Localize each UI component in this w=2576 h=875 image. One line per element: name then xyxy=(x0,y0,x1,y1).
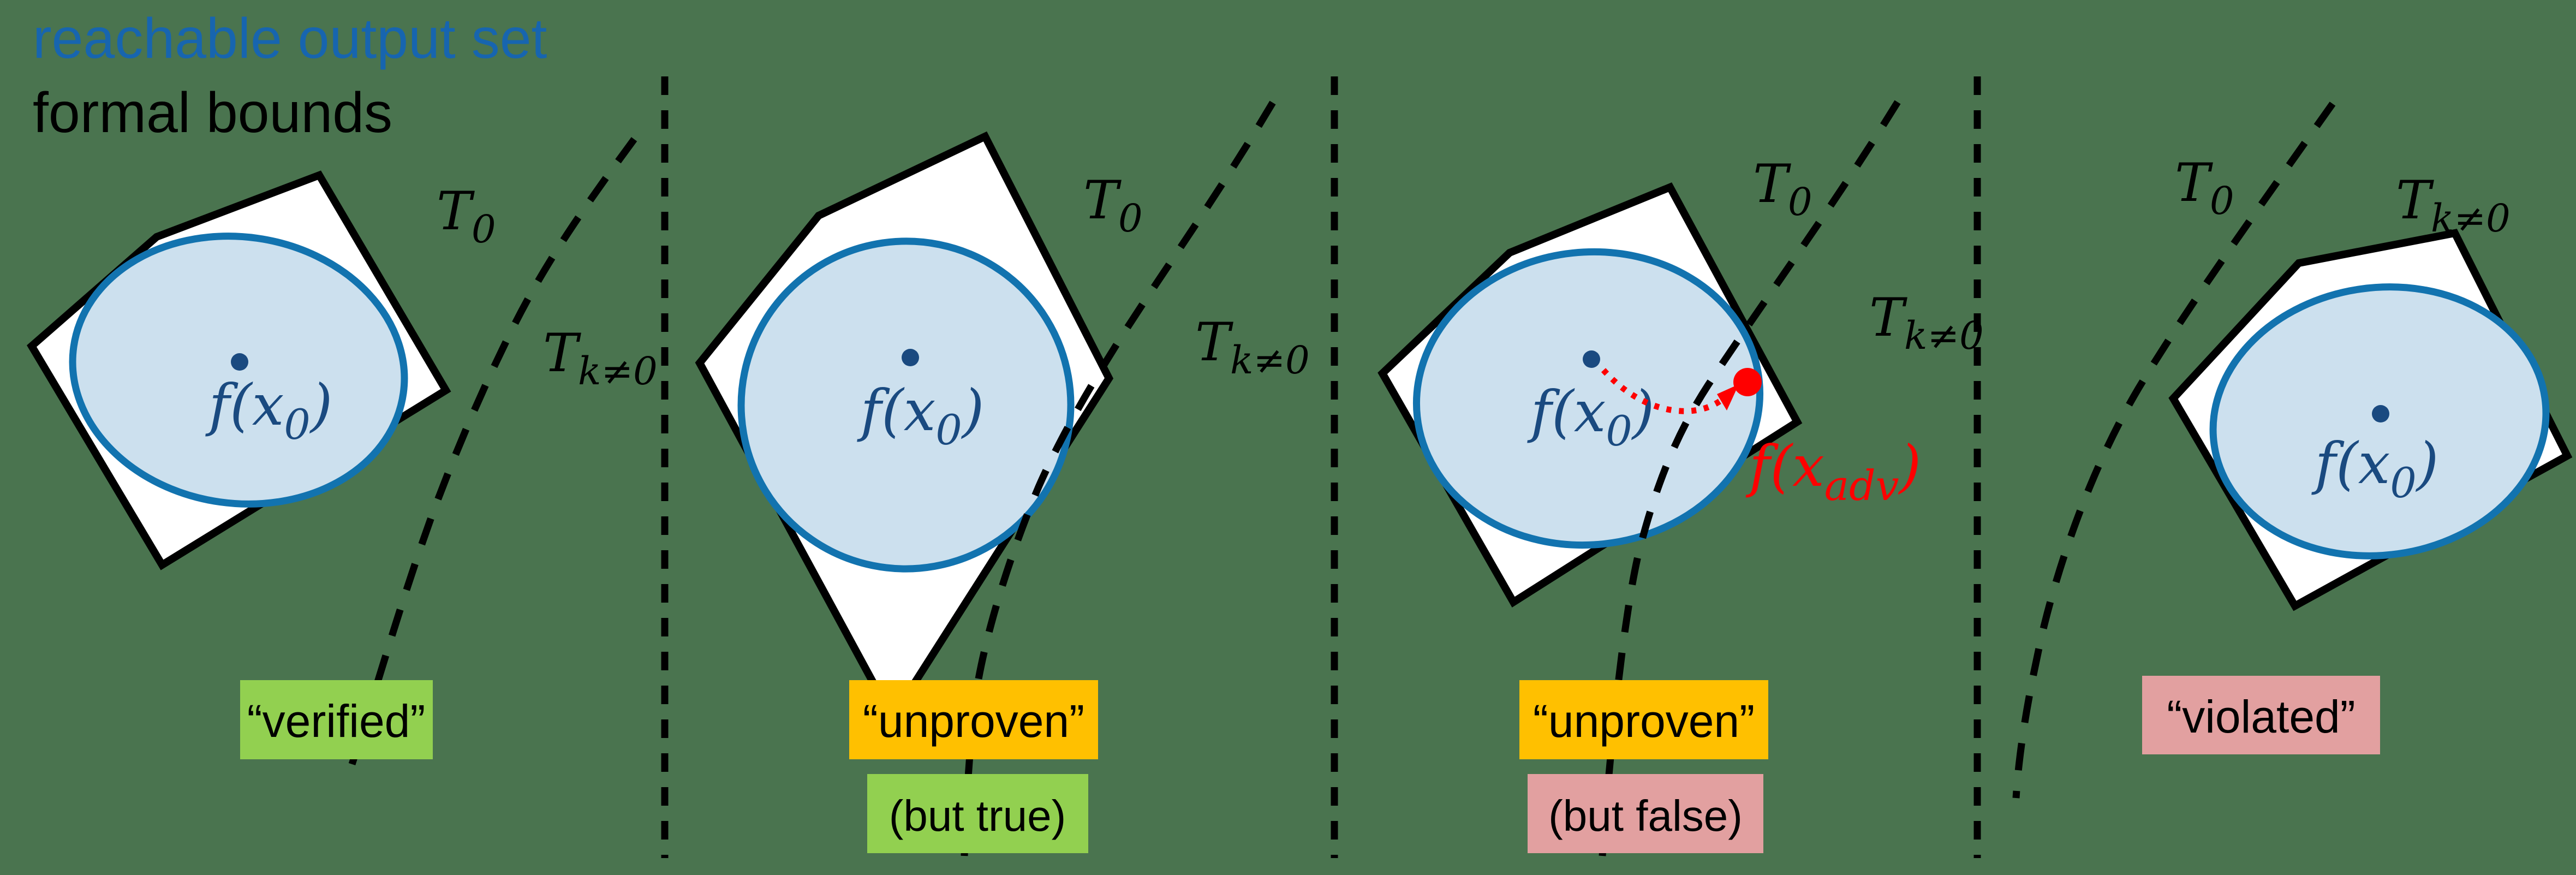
region-label-t0: T0 xyxy=(437,181,496,252)
note-text-but-false: (but false) xyxy=(1548,791,1743,840)
decision-boundary-curve xyxy=(348,137,637,765)
legend-reachable-output-set: reachable output set xyxy=(33,7,547,70)
adversarial-arrowhead xyxy=(1717,384,1739,410)
verdict-labels: “verified” “unproven” (but true) “unprov… xyxy=(240,676,2380,853)
verdict-box-violated xyxy=(2142,676,2380,754)
verdict-box-unproven-false xyxy=(1519,680,1768,759)
fx0-center-point xyxy=(902,349,919,366)
legend-formal-bounds: formal bounds xyxy=(33,81,392,145)
fx0-label: f(x0) xyxy=(205,372,333,449)
decision-boundary-curve xyxy=(961,100,1276,856)
fx0-center-point xyxy=(2372,405,2389,422)
decision-boundary-curve xyxy=(2012,102,2336,799)
note-text-but-true: (but true) xyxy=(889,791,1066,840)
verdict-box-verified xyxy=(240,680,433,759)
verdict-text-unproven-true: “unproven” xyxy=(863,695,1084,747)
region-label-t0: T0 xyxy=(1753,153,1812,224)
verdict-text-verified: “verified” xyxy=(247,695,426,747)
fx0-center-point xyxy=(1583,350,1600,368)
verdict-text-unproven-false: “unproven” xyxy=(1533,695,1755,747)
panel-violated: f(x0) T0 Tk≠0 xyxy=(2012,102,2573,799)
region-label-tk: Tk≠0 xyxy=(1869,287,1984,358)
region-label-t0: T0 xyxy=(2175,152,2234,223)
panel-verified: f(x0) T0 Tk≠0 xyxy=(26,137,658,765)
region-label-tk: Tk≠0 xyxy=(543,323,658,394)
region-label-tk: Tk≠0 xyxy=(1195,312,1310,383)
fx0-label: f(x0) xyxy=(1527,378,1655,455)
region-label-t0: T0 xyxy=(1083,170,1143,241)
note-box-but-false xyxy=(1528,774,1763,853)
region-label-tk: Tk≠0 xyxy=(2396,170,2511,241)
verdict-text-violated: “violated” xyxy=(2167,691,2355,742)
fx0-label: f(x0) xyxy=(2311,430,2439,507)
fx0-center-point xyxy=(231,353,248,371)
fx0-label: f(x0) xyxy=(857,377,985,454)
fxadv-point xyxy=(1733,368,1762,396)
panel-unproven-but-true: f(x0) T0 Tk≠0 xyxy=(695,100,1310,856)
verdict-box-unproven-true xyxy=(849,680,1098,759)
reachable-output-set-ellipse xyxy=(737,237,1075,573)
note-box-but-true xyxy=(867,774,1088,853)
fxadv-label: f(xadv) xyxy=(1745,433,1921,510)
